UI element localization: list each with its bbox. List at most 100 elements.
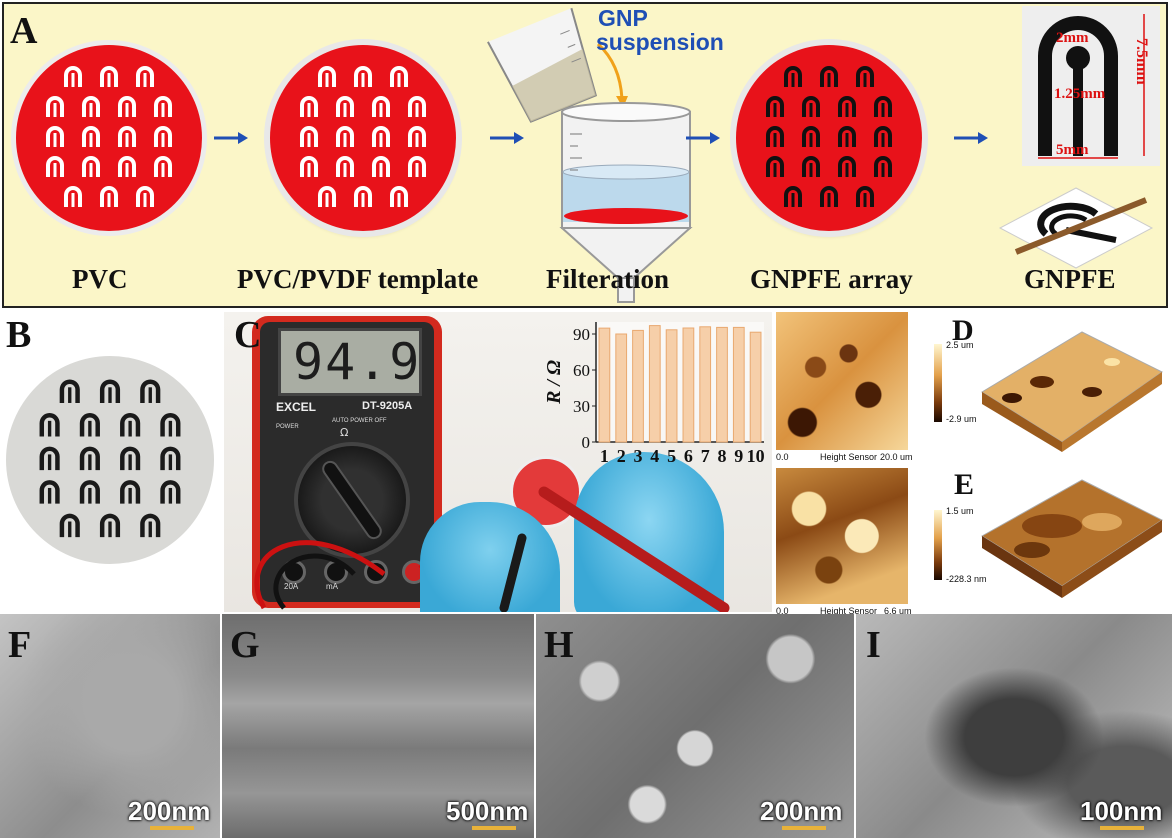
electrode-mark bbox=[120, 413, 141, 437]
chart-bar bbox=[716, 326, 728, 443]
left-gloved-hand bbox=[420, 502, 560, 612]
probes bbox=[499, 486, 730, 612]
electrode-mark bbox=[336, 156, 354, 177]
panel-c-photo: 94.9 EXCEL DT-9205A POWER AUTO POWER OFF… bbox=[224, 312, 772, 612]
panel-letter-d: D bbox=[952, 314, 974, 347]
electrode-mark bbox=[140, 379, 161, 403]
electrode-mark bbox=[99, 379, 121, 403]
electrode-mark bbox=[802, 126, 820, 147]
arrow-right-icon bbox=[214, 132, 248, 144]
chart-bar bbox=[665, 329, 678, 443]
chart-bar bbox=[682, 327, 695, 443]
electrode-mark bbox=[390, 186, 408, 207]
gnpfe-electrode-pattern bbox=[766, 66, 892, 207]
chart-y-tick-label: 0 bbox=[582, 433, 591, 452]
electrode-mark bbox=[118, 156, 136, 177]
electrode-mark bbox=[354, 66, 372, 87]
afm-e-sensor-mid: Height Sensor bbox=[820, 606, 878, 616]
panel-letter-e: E bbox=[954, 468, 975, 501]
colorbar-d bbox=[934, 344, 942, 422]
electrode-mark bbox=[82, 126, 100, 147]
electrode-mark bbox=[154, 156, 172, 177]
electrode-mark bbox=[408, 156, 426, 177]
electrode-mark bbox=[802, 96, 820, 117]
colorbar-d-max: 2.5 um bbox=[946, 340, 974, 350]
electrode-mark bbox=[354, 186, 372, 207]
meter-model: DT-9205A bbox=[362, 400, 413, 412]
electrode-mark bbox=[118, 126, 136, 147]
paper-electrode-pattern bbox=[39, 379, 181, 538]
colorbar-d-min: -2.9 um bbox=[946, 414, 977, 424]
afm-2d-d bbox=[776, 312, 908, 450]
electrode-mark bbox=[820, 66, 838, 87]
pvc-electrode-pattern bbox=[46, 66, 172, 207]
electrode-mark bbox=[766, 96, 784, 117]
template-electrode-pattern bbox=[300, 66, 426, 207]
electrode-mark bbox=[46, 156, 64, 177]
panel-letter-g: G bbox=[230, 624, 260, 666]
electrode-mark bbox=[100, 66, 118, 87]
gnpfe-electrode-icon bbox=[998, 187, 1154, 269]
electrode-mark bbox=[82, 96, 100, 117]
afm-e-sensor-right: 6.6 um bbox=[884, 606, 912, 616]
electrode-mark bbox=[838, 96, 856, 117]
chart-bar bbox=[615, 333, 628, 443]
afm-3d-e bbox=[981, 479, 1163, 598]
electrode-mark bbox=[99, 513, 121, 538]
electrode-mark bbox=[318, 186, 336, 207]
electrode-mark bbox=[46, 96, 64, 117]
meter-reading: 94.9 bbox=[293, 333, 422, 391]
filtration-apparatus bbox=[487, 7, 693, 303]
panel-letter-i: I bbox=[866, 624, 881, 666]
electrode-mark bbox=[802, 156, 820, 177]
chart-bar bbox=[732, 326, 745, 443]
electrode-mark bbox=[136, 66, 154, 87]
chart-bar bbox=[632, 329, 644, 443]
panel-letter-c: C bbox=[234, 314, 262, 356]
port-ma-label: mA bbox=[326, 582, 338, 591]
chart-x-tick-label: 3 bbox=[634, 446, 643, 466]
electrode-mark bbox=[766, 156, 784, 177]
afm-d-sensor-mid: Height Sensor bbox=[820, 452, 878, 462]
electrode-mark bbox=[300, 96, 318, 117]
scalebar-f bbox=[150, 826, 194, 830]
electrode-mark bbox=[39, 413, 60, 437]
electrode-mark bbox=[336, 96, 354, 117]
electrode-mark bbox=[372, 126, 390, 147]
panel-b-photo bbox=[0, 312, 222, 610]
electrode-mark bbox=[79, 480, 100, 504]
electrode-mark bbox=[318, 66, 336, 87]
electrode-mark bbox=[118, 96, 136, 117]
chart-x-tick-label: 5 bbox=[667, 446, 676, 466]
electrode-mark bbox=[154, 126, 172, 147]
afm-e-sensor-left: 0.0 bbox=[776, 606, 789, 616]
electrode-mark bbox=[160, 480, 181, 504]
step-label-filteration: Filteration bbox=[546, 264, 669, 294]
meter-power-label: POWER bbox=[276, 424, 299, 430]
chart-x-tick-label: 7 bbox=[701, 446, 710, 466]
template-disk bbox=[270, 45, 456, 231]
electrode-mark bbox=[874, 126, 892, 147]
dim-bottom: 5mm bbox=[1056, 142, 1089, 158]
beaker-icon bbox=[487, 7, 598, 123]
electrode-mark bbox=[372, 156, 390, 177]
electrode-mark bbox=[408, 96, 426, 117]
meter-dial[interactable] bbox=[294, 442, 410, 558]
meter-display: 94.9 bbox=[278, 328, 422, 396]
colorbar-e bbox=[934, 510, 942, 580]
scalebar-g bbox=[472, 826, 516, 830]
chart-x-tick-label: 9 bbox=[734, 446, 743, 466]
electrode-mark bbox=[766, 126, 784, 147]
chart-bar bbox=[699, 326, 712, 443]
electrode-mark bbox=[874, 156, 892, 177]
electrode-mark bbox=[64, 66, 82, 87]
suspension-label: GNP suspension bbox=[596, 6, 724, 54]
electrode-mark bbox=[784, 186, 802, 207]
electrode-mark bbox=[64, 186, 82, 207]
scalebar-h bbox=[782, 826, 826, 830]
electrode-mark bbox=[372, 96, 390, 117]
pvc-disk bbox=[16, 45, 202, 231]
electrode-mark bbox=[46, 126, 64, 147]
multimeter: 94.9 EXCEL DT-9205A POWER AUTO POWER OFF… bbox=[252, 316, 442, 608]
